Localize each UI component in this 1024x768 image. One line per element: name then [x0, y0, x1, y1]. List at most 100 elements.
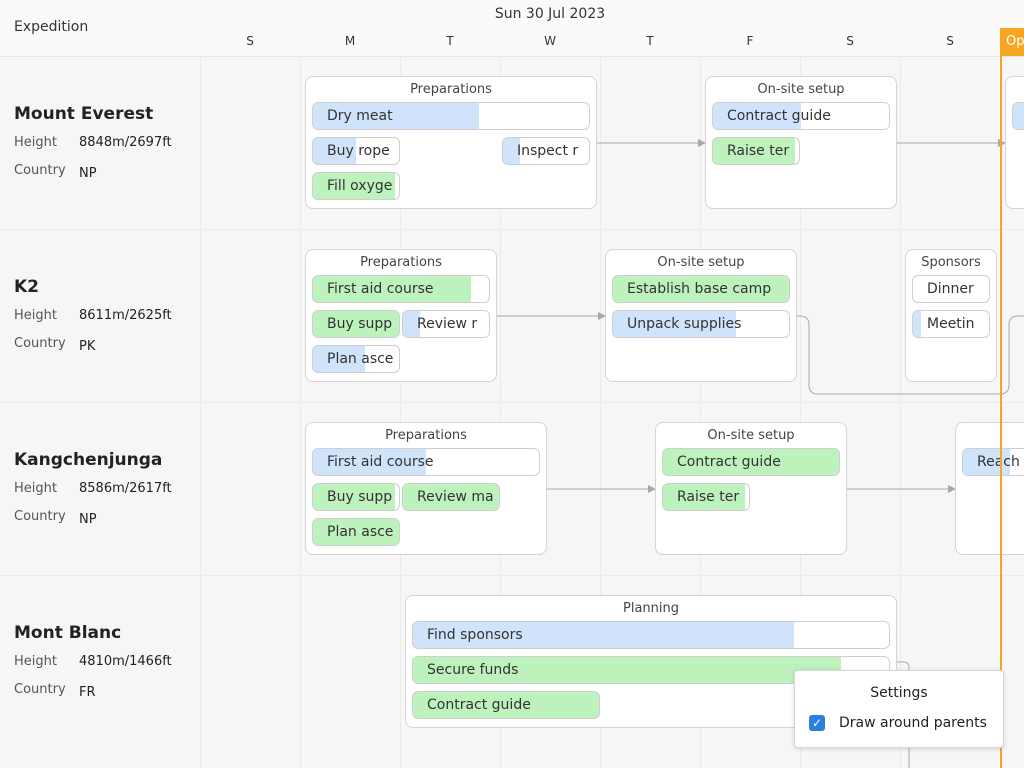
country-label: Country: [14, 163, 66, 178]
task-group[interactable]: [1005, 76, 1024, 209]
height-value: 8611m/2625ft: [79, 308, 172, 323]
group-title: On-site setup: [757, 82, 845, 97]
country-label: Country: [14, 336, 66, 351]
event-bar[interactable]: Raise ter: [712, 137, 800, 165]
event-label: Unpack supplies: [627, 316, 742, 332]
event-bar[interactable]: Unpack supplies: [612, 310, 790, 338]
task-group[interactable]: On-site setup Establish base camp Unpack…: [605, 249, 797, 382]
progress-fill: [613, 311, 737, 337]
event-label: Review r: [417, 316, 478, 332]
event-label: Contract guide: [677, 454, 781, 470]
event-bar[interactable]: Find sponsors: [412, 621, 890, 649]
height-value: 8848m/2697ft: [79, 135, 172, 150]
event-bar[interactable]: Dinner: [912, 275, 990, 303]
progress-fill: [663, 484, 745, 510]
event-label: Dinner: [927, 281, 974, 297]
group-title: Preparations: [385, 428, 467, 443]
grid-line: [500, 56, 501, 768]
event-label: Contract guide: [427, 697, 531, 713]
event-bar[interactable]: Raise ter: [662, 483, 750, 511]
event-bar[interactable]: First aid course: [312, 448, 540, 476]
event-bar[interactable]: [1012, 102, 1024, 130]
grid-line: [800, 56, 801, 768]
country-value: PK: [79, 339, 96, 354]
progress-fill: [313, 449, 426, 475]
event-bar[interactable]: Fill oxyge: [312, 172, 400, 200]
height-label: Height: [14, 654, 57, 669]
progress-fill: [313, 311, 399, 337]
day-header: S: [946, 34, 954, 48]
draw-around-parents-option[interactable]: ✓ Draw around parents: [809, 715, 987, 731]
progress-fill: [313, 484, 395, 510]
event-bar[interactable]: First aid course: [312, 275, 490, 303]
event-bar[interactable]: Review ma: [402, 483, 500, 511]
settings-panel: Settings ✓ Draw around parents: [794, 670, 1004, 748]
draw-around-parents-checkbox[interactable]: ✓: [809, 715, 825, 731]
event-label: Meetin: [927, 316, 975, 332]
event-bar[interactable]: Plan asce: [312, 345, 400, 373]
current-time-tag[interactable]: Op: [1000, 28, 1024, 56]
height-label: Height: [14, 135, 57, 150]
event-label: Contract guide: [727, 108, 831, 124]
event-bar[interactable]: Inspect r: [502, 137, 590, 165]
task-group[interactable]: Sponsors Dinner Meetin: [905, 249, 997, 382]
task-group[interactable]: On-site setup Contract guide Raise ter: [655, 422, 847, 555]
group-title: On-site setup: [657, 255, 745, 270]
task-group[interactable]: On-site setup Contract guide Raise ter: [705, 76, 897, 209]
country-value: NP: [79, 166, 97, 181]
event-bar[interactable]: Buy supp: [312, 310, 400, 338]
row-separator: [0, 229, 1024, 230]
progress-fill: [403, 484, 499, 510]
event-bar[interactable]: Reach: [962, 448, 1024, 476]
event-bar[interactable]: Contract guide: [662, 448, 840, 476]
task-group[interactable]: Preparations Dry meat Buy rope Inspect r…: [305, 76, 597, 209]
progress-fill: [913, 311, 921, 337]
event-label: Plan asce: [327, 351, 394, 367]
progress-fill: [1013, 103, 1024, 129]
event-bar[interactable]: Buy rope: [312, 137, 400, 165]
event-label: Raise ter: [727, 143, 790, 159]
progress-fill: [663, 449, 839, 475]
event-bar[interactable]: Contract guide: [712, 102, 890, 130]
expedition-name: Kangchenjunga: [14, 450, 163, 470]
event-bar[interactable]: Plan asce: [312, 518, 400, 546]
settings-title: Settings: [870, 685, 928, 701]
date-header: Sun 30 Jul 2023: [494, 6, 606, 22]
event-label: Reach: [977, 454, 1020, 470]
timeline-header: Expedition Sun 30 Jul 2023 S M T W T F S…: [0, 0, 1024, 57]
progress-fill: [313, 173, 395, 199]
day-header: F: [746, 34, 754, 48]
draw-around-parents-label: Draw around parents: [839, 715, 987, 731]
group-title: Planning: [623, 601, 679, 616]
event-bar[interactable]: Dry meat: [312, 102, 590, 130]
grid-line: [400, 56, 401, 768]
progress-fill: [313, 346, 365, 372]
event-label: Buy supp: [327, 316, 393, 332]
progress-fill: [713, 138, 795, 164]
task-group[interactable]: Reach: [955, 422, 1024, 555]
expedition-column-header: Expedition: [14, 19, 89, 35]
progress-fill: [403, 311, 421, 337]
event-bar[interactable]: Establish base camp: [612, 275, 790, 303]
expedition-name: Mont Blanc: [14, 623, 122, 643]
event-label: Buy rope: [327, 143, 390, 159]
event-bar[interactable]: Contract guide: [412, 691, 600, 719]
task-group[interactable]: Preparations First aid course Buy supp R…: [305, 249, 497, 382]
height-label: Height: [14, 481, 57, 496]
event-bar[interactable]: Review r: [402, 310, 490, 338]
day-header: S: [846, 34, 854, 48]
event-bar[interactable]: Meetin: [912, 310, 990, 338]
event-label: First aid course: [327, 454, 434, 470]
country-label: Country: [14, 509, 66, 524]
group-title: On-site setup: [707, 428, 795, 443]
progress-fill: [413, 622, 794, 648]
day-header: M: [344, 34, 356, 48]
event-bar[interactable]: Buy supp: [312, 483, 400, 511]
grid-line: [700, 56, 701, 768]
event-bar[interactable]: Secure funds: [412, 656, 890, 684]
row-separator: [0, 575, 1024, 576]
task-group[interactable]: Preparations First aid course Buy supp R…: [305, 422, 547, 555]
dependency-arrow: [789, 315, 1024, 395]
expedition-name: Mount Everest: [14, 104, 154, 124]
country-label: Country: [14, 682, 66, 697]
